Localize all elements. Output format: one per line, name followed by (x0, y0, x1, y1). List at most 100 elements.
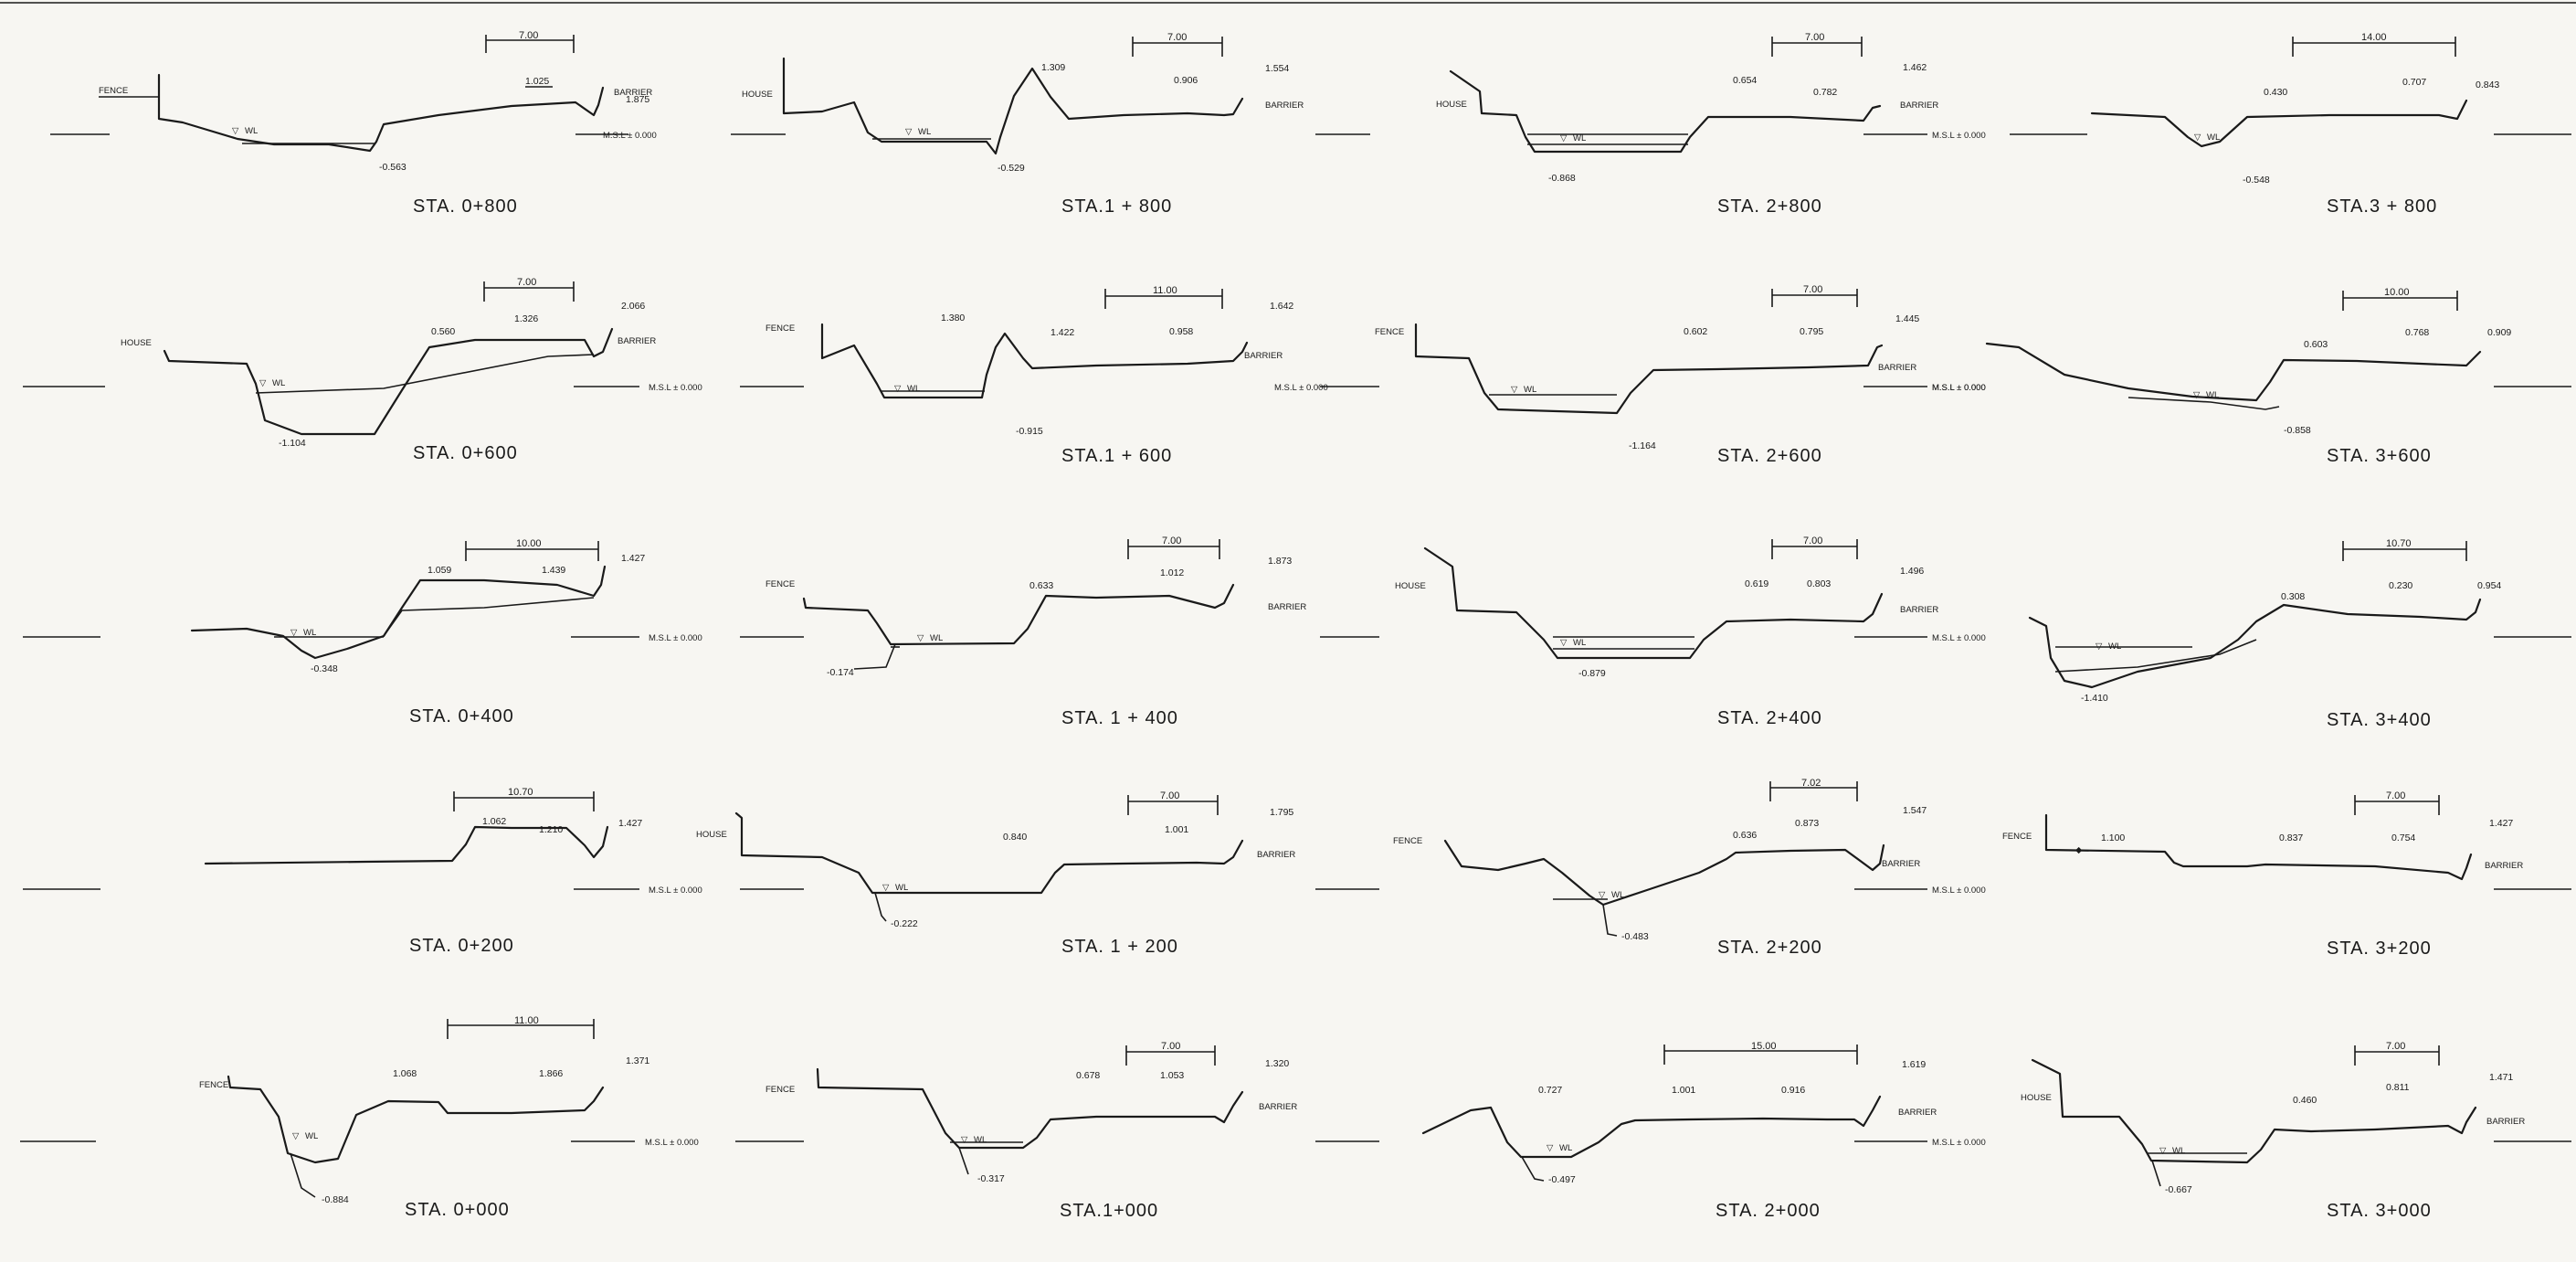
elevation-label: -0.497 (1548, 1174, 1576, 1185)
station-title: STA. 2+800 (1717, 196, 1822, 217)
ground-profile (2090, 99, 2468, 148)
left-label: FENCE (765, 323, 795, 334)
dimension-value: 11.00 (514, 1015, 539, 1026)
elevation-label: 1.496 (1900, 566, 1924, 577)
bank-toe (853, 643, 896, 670)
dimension-value: 7.00 (517, 277, 536, 288)
section-sta-1600: FENCE WL ▽ 11.00 1.380 1.422 0.958 1.642… (765, 285, 1379, 466)
bank-toe (1602, 904, 1618, 937)
elevation-label: 1.309 (1041, 62, 1065, 73)
elevation-label: -0.879 (1578, 668, 1606, 679)
wl-label: WL (895, 883, 908, 893)
right-label: BARRIER (1898, 1108, 1937, 1118)
wl-label: WL (1573, 638, 1586, 648)
ground-profile (2031, 1058, 2477, 1164)
section-sta-1400: FENCE WL ▽ 7.00 0.633 1.012 1.873 BARRIE… (765, 536, 1379, 728)
section-sta-3800: WL ▽ 14.00 0.430 0.707 0.843 -0.548 STA.… (2090, 32, 2571, 217)
elevation-label: 1.053 (1160, 1070, 1184, 1081)
elevation-label: 0.840 (1003, 832, 1027, 843)
elevation-label: 0.707 (2402, 77, 2426, 88)
ground-profile (190, 565, 607, 660)
elevation-label: -0.483 (1621, 931, 1649, 942)
wl-label: WL (2207, 133, 2220, 143)
left-label: HOUSE (2021, 1093, 2052, 1103)
wl-marker-icon: ▽ (1560, 133, 1568, 143)
elevation-label: 1.873 (1268, 556, 1292, 567)
wl-marker-icon: ▽ (292, 1131, 300, 1141)
station-title: STA. 0+600 (413, 443, 518, 463)
elevation-label: 0.727 (1538, 1085, 1562, 1096)
wl-marker-icon: ▽ (1560, 638, 1568, 648)
msl-label: M.S.L ± 0.000 (649, 383, 702, 393)
station-title: STA. 2+400 (1717, 708, 1822, 728)
right-label: BARRIER (614, 88, 652, 98)
section-sta-0200: 10.70 1.062 1.210 1.427 STA. 0+200 M.S.L… (23, 787, 804, 956)
right-label: BARRIER (1265, 101, 1304, 111)
section-sta-2200: FENCE WL ▽ 7.02 0.636 0.873 1.547 BARRIE… (1393, 778, 1986, 958)
station-title: STA. 0+400 (409, 706, 514, 726)
section-sta-3000: HOUSE WL ▽ 7.00 0.460 0.811 1.471 BARRIE… (2021, 1041, 2571, 1221)
section-sta-0800: FENCE WL ▽ 7.00 1.025 1.875 BARRIER -0.5… (50, 30, 657, 217)
wl-marker-icon: ▽ (2096, 642, 2103, 652)
dimension-value: 7.00 (1803, 536, 1822, 546)
elevation-label: 1.012 (1160, 567, 1184, 578)
station-title: STA.1+000 (1060, 1201, 1158, 1221)
elevation-label: 1.875 (626, 94, 649, 105)
station-title: STA. 2+200 (1717, 938, 1822, 958)
elevation-label: 0.906 (1174, 75, 1198, 86)
ground-profile (802, 583, 1235, 646)
elevation-label: 0.916 (1781, 1085, 1805, 1096)
wl-label: WL (907, 384, 920, 394)
dimension-value: 10.00 (2384, 287, 2410, 298)
elevation-label: 0.619 (1745, 578, 1768, 589)
left-label: FENCE (765, 579, 795, 589)
station-title: STA. 0+800 (413, 196, 518, 217)
elevation-label: -0.222 (891, 918, 918, 929)
marker-icon: ◆ (2075, 845, 2083, 855)
elevation-label: 1.062 (482, 816, 506, 827)
elevation-label: 0.795 (1800, 326, 1823, 337)
elevation-label: 0.308 (2281, 591, 2305, 602)
elevation-label: -1.164 (1629, 440, 1656, 451)
elevation-label: 1.427 (621, 553, 645, 564)
station-title: STA. 1 + 200 (1061, 937, 1178, 957)
elevation-label: 0.768 (2405, 327, 2429, 338)
section-sta-2000: WL ▽ 15.00 0.727 1.001 0.916 1.619 BARRI… (1421, 1041, 1986, 1221)
ground-profile (163, 327, 614, 436)
elevation-label: 0.754 (2391, 832, 2415, 843)
wl-marker-icon: ▽ (2194, 133, 2201, 143)
dimension-value: 10.00 (516, 538, 542, 549)
elevation-label: 0.460 (2293, 1095, 2317, 1106)
bank-toe (2151, 1160, 2161, 1187)
section-sta-3400: WL ▽ 10.70 0.308 0.230 0.954 -1.410 STA.… (2028, 538, 2571, 730)
right-label: BARRIER (1900, 101, 1938, 111)
elevation-label: 1.326 (514, 313, 538, 324)
ground-profile (157, 73, 605, 153)
section-sta-1800: HOUSE WL ▽ 7.00 1.309 0.906 1.554 BARRIE… (731, 32, 1370, 217)
water-line (2054, 639, 2257, 673)
ground-profile (820, 323, 1249, 399)
elevation-label: 1.001 (1165, 824, 1188, 835)
elevation-label: 1.427 (618, 818, 642, 829)
section-sta-3200: FENCE ◆ 7.00 1.100 0.837 0.754 1.427 BAR… (2002, 790, 2571, 959)
elevation-label: -0.858 (2284, 425, 2311, 436)
wl-label: WL (1559, 1143, 1572, 1153)
station-title: STA. 2+000 (1716, 1201, 1821, 1221)
elevation-label: 1.462 (1903, 62, 1927, 73)
elevation-label: 0.782 (1813, 87, 1837, 98)
water-line (2127, 397, 2280, 410)
station-title: STA.3 + 800 (2327, 196, 2437, 217)
wl-label: WL (303, 628, 316, 638)
ground-profile (734, 811, 1244, 895)
elevation-label: 1.025 (525, 76, 549, 87)
dimension-value: 7.00 (1162, 536, 1181, 546)
elevation-label: -0.529 (998, 163, 1025, 174)
wl-marker-icon: ▽ (1547, 1143, 1554, 1153)
wl-marker-icon: ▽ (1599, 890, 1606, 900)
elevation-label: -1.410 (2081, 693, 2108, 704)
elevation-label: 1.471 (2489, 1072, 2513, 1083)
station-title: STA. 1 + 400 (1061, 708, 1178, 728)
wl-marker-icon: ▽ (290, 628, 298, 638)
ground-profile (816, 1067, 1244, 1150)
